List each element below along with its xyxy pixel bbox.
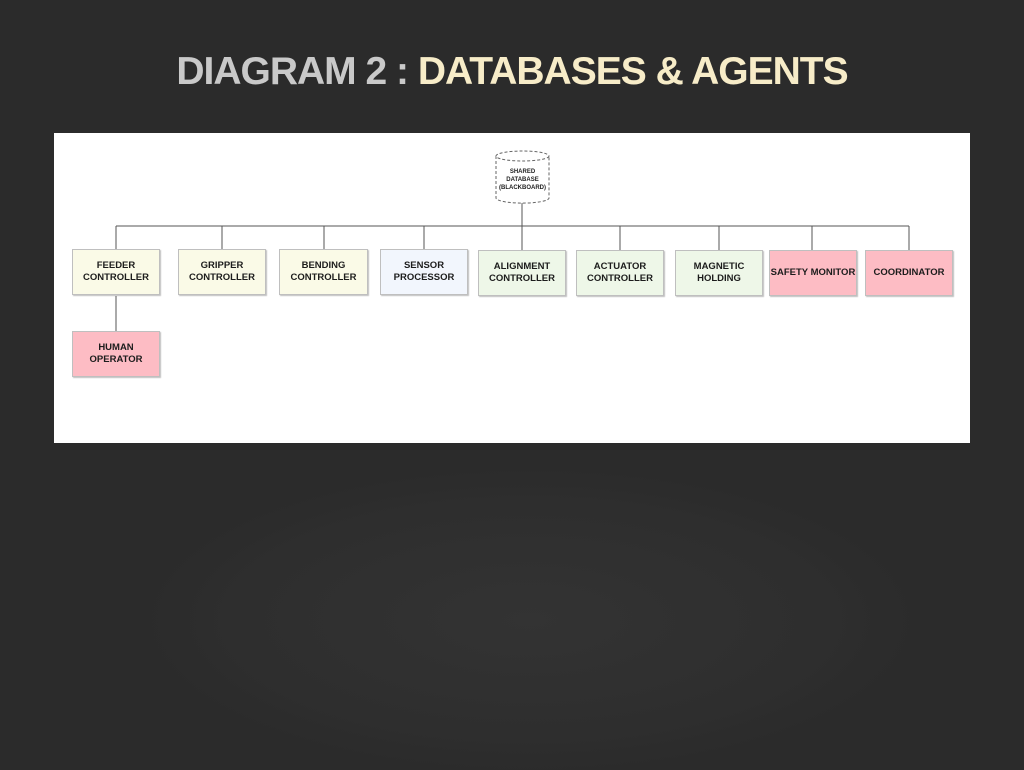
slide-title: DIAGRAM 2 : DATABASES & AGENTS — [0, 50, 1024, 94]
database-label: SHARED DATABASE (BLACKBOARD) — [499, 169, 546, 191]
background-arc — [150, 470, 910, 770]
node-label: BENDING CONTROLLER — [290, 260, 357, 283]
node-sensor-processor: SENSOR PROCESSOR — [380, 249, 468, 295]
node-actuator-controller: ACTUATOR CONTROLLER — [576, 250, 664, 296]
node-bending-controller: BENDING CONTROLLER — [279, 249, 368, 295]
node-human-operator: HUMAN OPERATOR — [72, 331, 160, 377]
node-label: FEEDER CONTROLLER — [83, 260, 149, 283]
node-feeder-controller: FEEDER CONTROLLER — [72, 249, 160, 295]
node-safety-monitor: SAFETY MONITOR — [769, 250, 857, 296]
database-cylinder-icon — [495, 150, 550, 204]
node-label: COORDINATOR — [873, 267, 945, 278]
node-alignment-controller: ALIGNMENT CONTROLLER — [478, 250, 566, 296]
slide-title-prefix: DIAGRAM 2 : — [176, 50, 418, 93]
node-label: SAFETY MONITOR — [770, 267, 856, 278]
node-label: SENSOR PROCESSOR — [393, 260, 455, 283]
node-label: ALIGNMENT CONTROLLER — [489, 261, 555, 284]
node-label: HUMAN OPERATOR — [89, 342, 143, 365]
node-magnetic-holding: MAGNETIC HOLDING — [675, 250, 763, 296]
connector-lines — [115, 203, 910, 331]
slide-title-main: DATABASES & AGENTS — [417, 50, 849, 93]
node-label: GRIPPER CONTROLLER — [189, 260, 255, 283]
node-gripper-controller: GRIPPER CONTROLLER — [178, 249, 266, 295]
shared-database: SHARED DATABASE (BLACKBOARD) — [494, 150, 551, 204]
diagram-panel: SHARED DATABASE (BLACKBOARD) FEEDER CONT… — [54, 133, 970, 443]
node-label: MAGNETIC HOLDING — [693, 261, 745, 284]
node-coordinator: COORDINATOR — [865, 250, 953, 296]
node-label: ACTUATOR CONTROLLER — [587, 261, 653, 284]
